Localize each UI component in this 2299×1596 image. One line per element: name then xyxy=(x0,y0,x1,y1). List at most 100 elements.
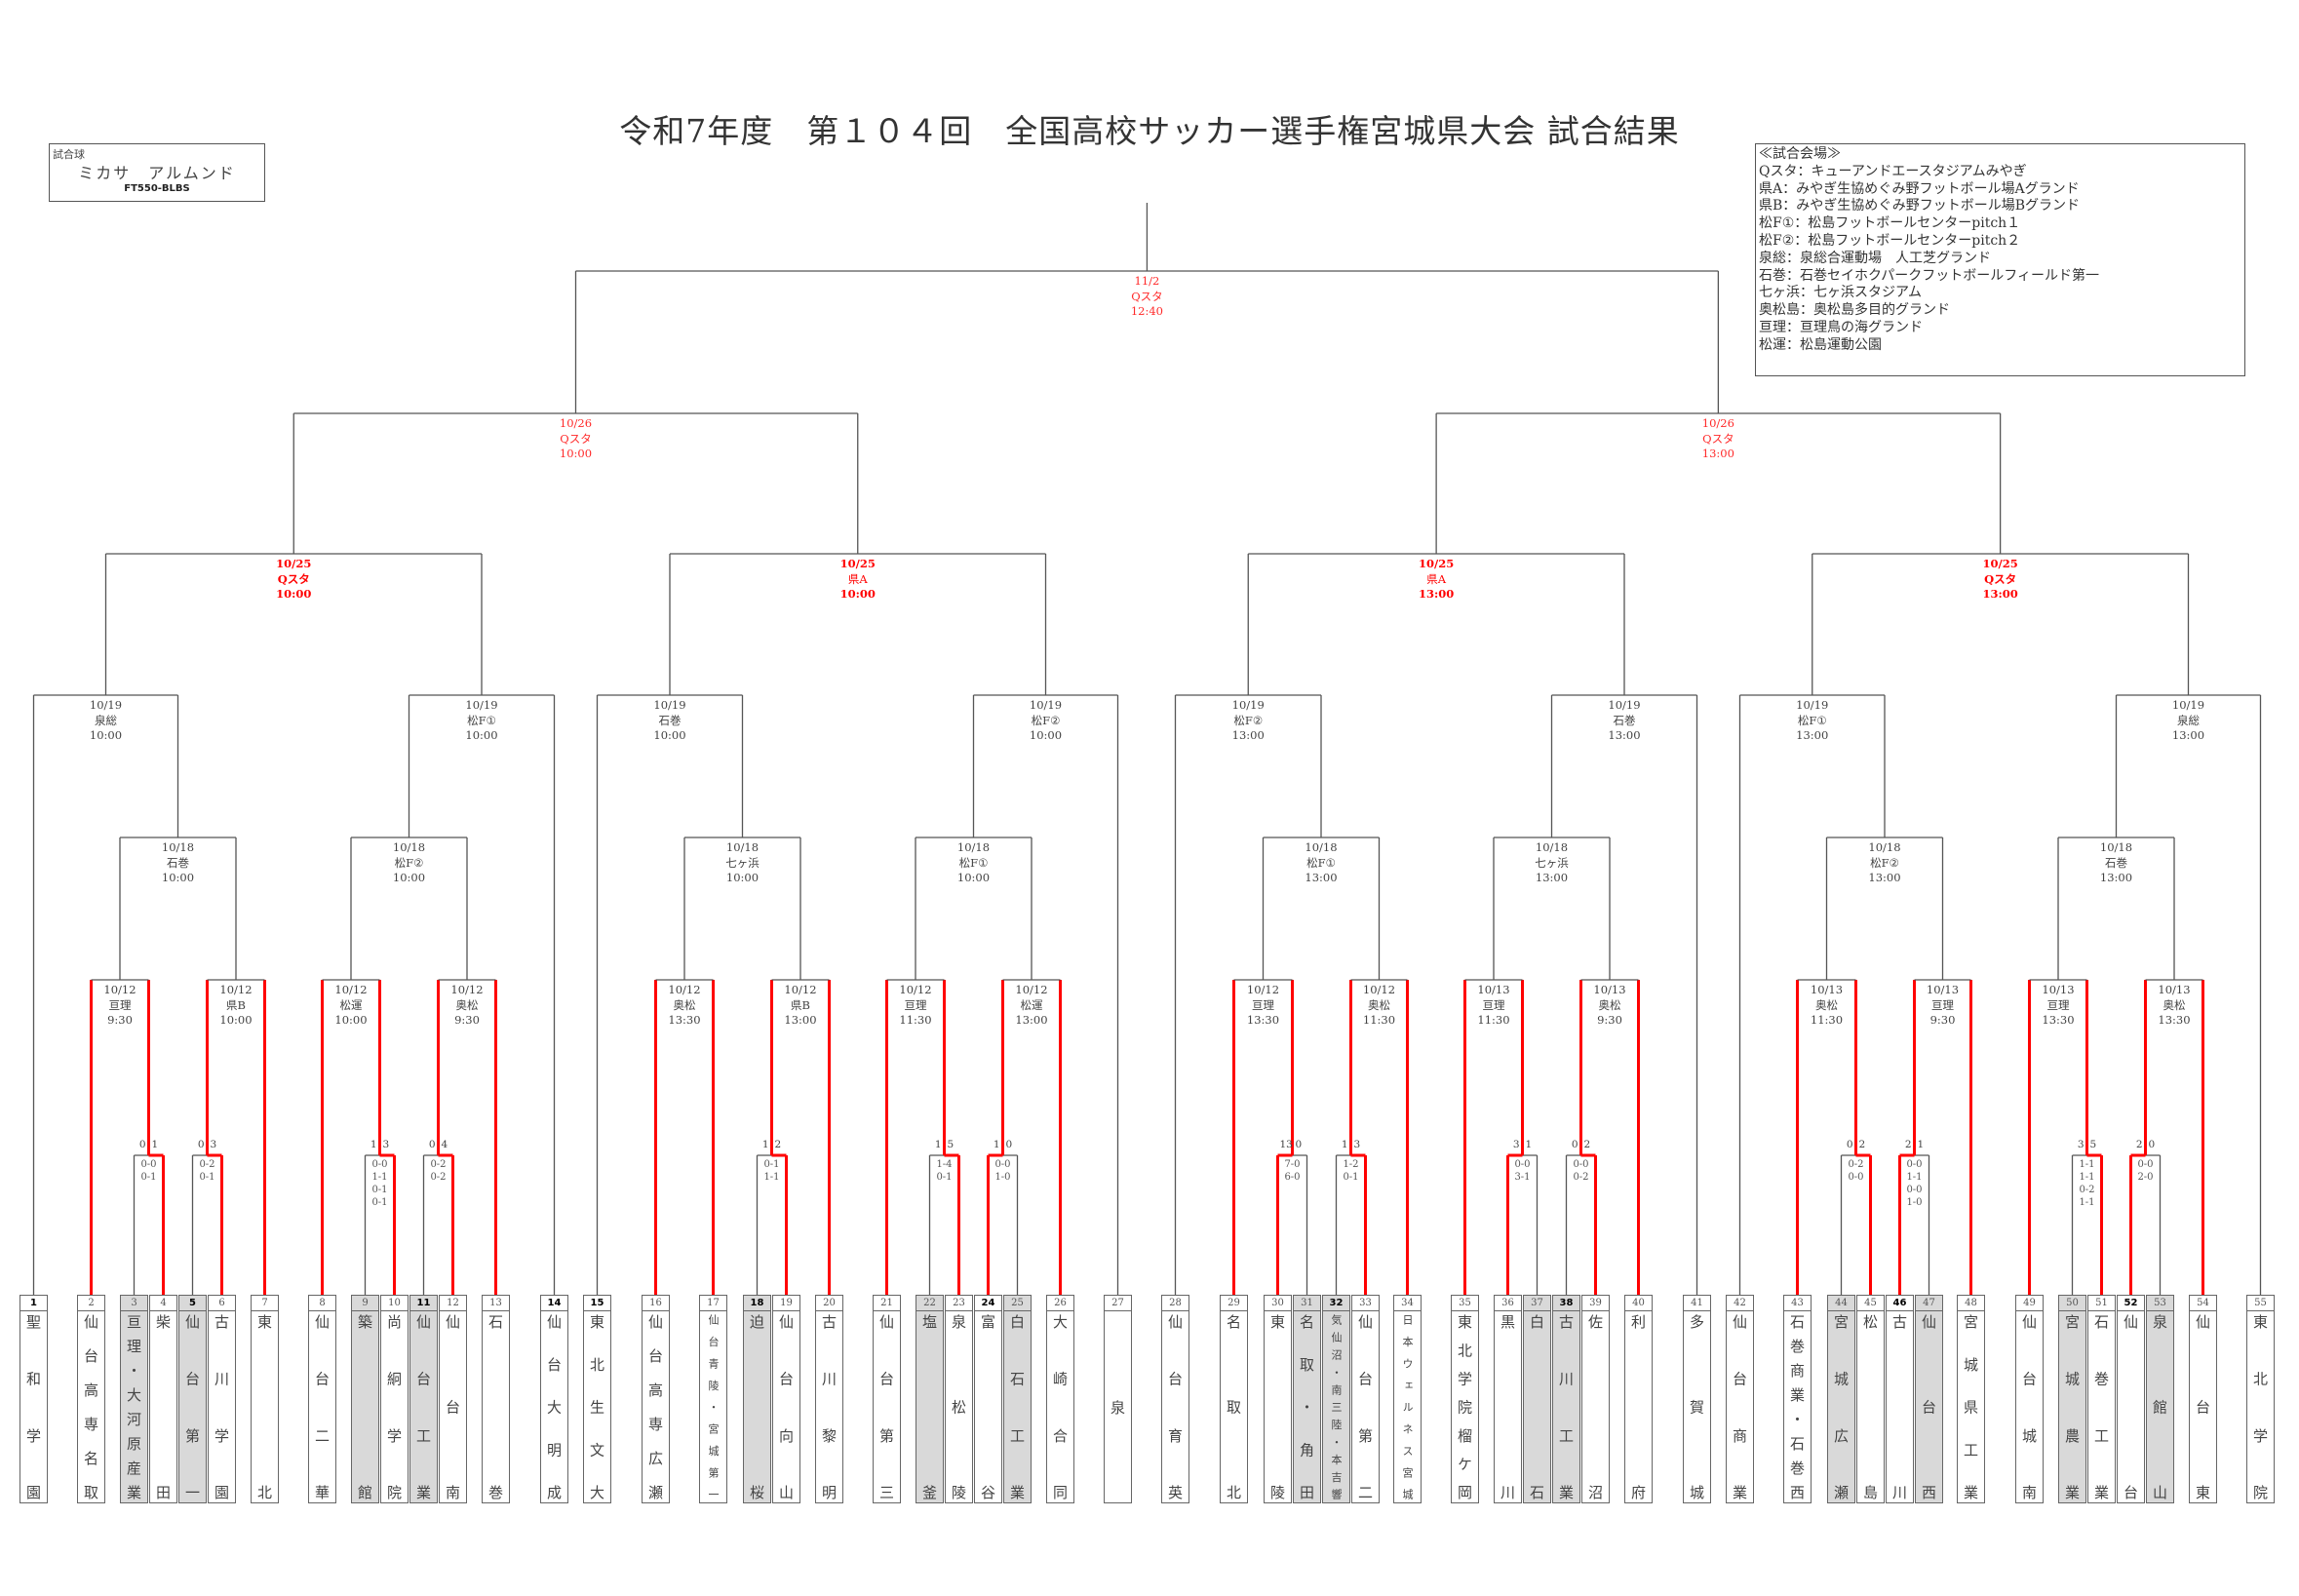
period-score: 0-1 xyxy=(371,1185,388,1195)
match-date: 10/19 xyxy=(2171,698,2205,712)
period-score: 0-0 xyxy=(1848,1172,1864,1183)
team-number: 43 xyxy=(1784,1296,1811,1311)
match-venue: Qスタ xyxy=(560,431,592,446)
team-name: 仙台大明成 xyxy=(545,1314,563,1528)
team-number: 29 xyxy=(1221,1296,1247,1311)
match-time: 9:30 xyxy=(1929,1013,1956,1027)
match-time: 13:00 xyxy=(1015,1013,1048,1027)
team-number: 37 xyxy=(1524,1296,1550,1311)
match-time: 10:00 xyxy=(89,728,123,742)
score-right: 0 xyxy=(1295,1139,1303,1150)
period-score: 1-1 xyxy=(763,1172,780,1183)
match-date: 10/12 xyxy=(450,983,484,996)
score-left: 13 xyxy=(1279,1139,1293,1150)
match-venue: 奥松 xyxy=(1815,997,1838,1012)
team-number: 17 xyxy=(700,1296,726,1311)
team-number: 20 xyxy=(816,1296,842,1311)
match-date: 10/13 xyxy=(2158,983,2191,996)
match-time: 11:30 xyxy=(1477,1013,1510,1027)
period-score: 0-0 xyxy=(1906,1159,1923,1170)
match-time: 10:00 xyxy=(839,587,876,601)
period-score: 2-0 xyxy=(2137,1172,2154,1183)
team-name: 仙台青陵・宮城第一 xyxy=(707,1314,720,1511)
team-name: 柴田 xyxy=(154,1314,172,1596)
period-score: 0-0 xyxy=(1514,1159,1531,1170)
match-venue: 奥松 xyxy=(1598,997,1621,1012)
team-number: 32 xyxy=(1323,1296,1349,1311)
team-name: 石巻商業・石巻西 xyxy=(1788,1314,1806,1509)
team-number: 7 xyxy=(252,1296,278,1311)
score-left: 1 xyxy=(934,1139,942,1150)
match-date: 10/26 xyxy=(1701,416,1734,430)
period-score: 1-2 xyxy=(1343,1159,1359,1170)
venue-legend-heading: ≪試合会場≫ xyxy=(1759,146,1841,162)
team-number: 46 xyxy=(1887,1296,1913,1311)
score-right: 0 xyxy=(1005,1139,1013,1150)
period-score: 0-2 xyxy=(199,1159,215,1170)
match-time: 10:00 xyxy=(219,1013,253,1027)
team-name: 石巻 xyxy=(487,1314,504,1596)
period-score: 0-1 xyxy=(936,1172,953,1183)
team-name: 佐沼 xyxy=(1586,1314,1604,1596)
match-date: 10/12 xyxy=(784,983,817,996)
match-venue: 七ヶ浜 xyxy=(725,855,760,870)
team-name: 仙台南 xyxy=(444,1314,461,1571)
team-number: 13 xyxy=(483,1296,509,1311)
match-date: 10/18 xyxy=(1535,840,1569,854)
match-venue: 松F① xyxy=(1306,855,1336,870)
team-box: 43 石巻商業・石巻西 xyxy=(1783,1295,1812,1509)
team-name: 気仙沼・南三陸・本吉響 xyxy=(1330,1314,1343,1506)
team-box: 17 仙台青陵・宮城第一 xyxy=(699,1295,727,1511)
team-number: 18 xyxy=(744,1296,770,1311)
team-name: 仙台向山 xyxy=(777,1314,795,1542)
match-date: 10/13 xyxy=(1477,983,1510,996)
match-date: 10/18 xyxy=(392,840,426,854)
match-venue: 松運 xyxy=(339,997,363,1012)
period-score: 1-0 xyxy=(994,1172,1011,1183)
match-venue: 奥松 xyxy=(2163,997,2186,1012)
period-score: 1-0 xyxy=(1906,1197,1923,1208)
score-left: 3 xyxy=(1512,1139,1520,1150)
team-name: 泉館山 xyxy=(2151,1314,2168,1571)
score-left: 1 xyxy=(761,1139,769,1150)
score-right: 3 xyxy=(382,1139,390,1150)
period-score: 1-1 xyxy=(2079,1172,2095,1183)
period-score: 3-1 xyxy=(1514,1172,1531,1183)
page-title: 令和7年度 第１０４回 全国高校サッカー選手権宮城県大会 試合結果 xyxy=(619,112,1680,150)
team-name: 仙台西 xyxy=(1920,1314,1937,1571)
match-time: 13:00 xyxy=(784,1013,817,1027)
match-date: 10/18 xyxy=(161,840,195,854)
team-number: 39 xyxy=(1582,1296,1609,1311)
team-name: 東北学院 xyxy=(2251,1314,2269,1542)
period-score: 0-1 xyxy=(371,1197,388,1208)
match-venue: 奥松 xyxy=(1368,997,1390,1012)
match-time: 11:30 xyxy=(899,1013,932,1027)
score-left: 0 xyxy=(138,1139,146,1150)
team-number: 10 xyxy=(381,1296,408,1311)
match-date: 10/25 xyxy=(276,557,312,570)
